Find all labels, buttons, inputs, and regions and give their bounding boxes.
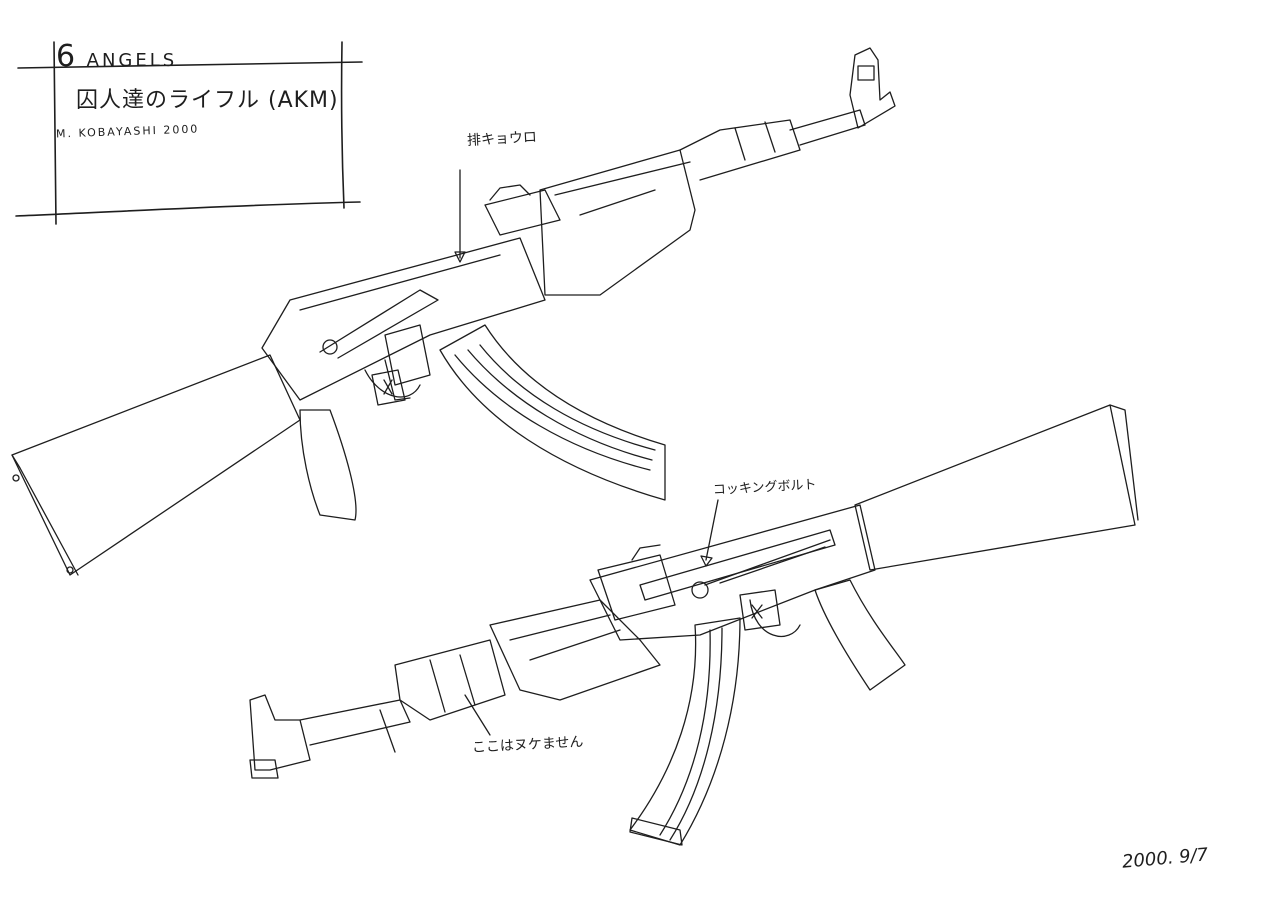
annotation-ejection-port: 排キョウロ	[466, 129, 538, 149]
title-subject: 囚人達のライフル (AKM)	[76, 88, 339, 113]
title-series: 6 ANGELS	[56, 42, 177, 72]
title-frame	[15, 41, 363, 225]
title-series-name: ANGELS	[86, 50, 178, 71]
title-series-number: 6	[56, 39, 77, 74]
title-block	[14, 40, 364, 226]
lower-rifle	[249, 404, 1139, 846]
upper-rifle	[11, 47, 896, 576]
